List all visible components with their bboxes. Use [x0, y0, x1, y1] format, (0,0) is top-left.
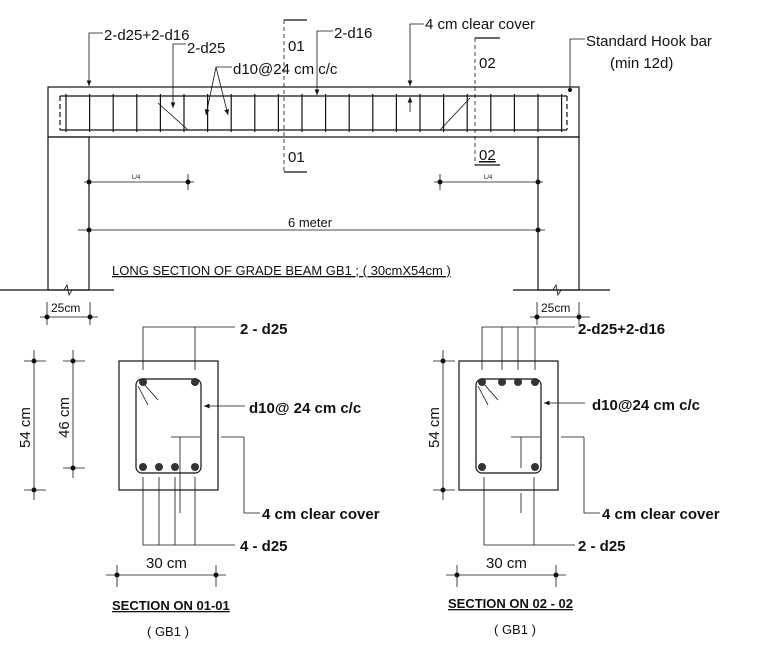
- bottom-bars: [478, 463, 539, 471]
- section-01-01: 2 - d25 d10@ 24 cm c/c 4 cm clear cover …: [17, 321, 380, 639]
- section-mark-02-top: 02: [479, 55, 496, 72]
- dim-label: 25cm: [51, 301, 80, 315]
- dim-depth: 54 cm: [426, 350, 455, 500]
- section-title: SECTION ON 02 - 02: [448, 596, 573, 611]
- bent-bar-right: [439, 97, 471, 131]
- break-mark-left: [63, 283, 73, 297]
- stirrup: [475, 378, 542, 474]
- dim-label: 30 cm: [486, 555, 527, 572]
- leader-stirrups-a: [204, 66, 232, 116]
- dim-label: 25cm: [541, 301, 570, 315]
- label-top-bars-end: 2-d25+2-d16: [104, 27, 190, 44]
- leader-top-bars: [142, 326, 235, 370]
- leader-bottom-bars: [142, 477, 235, 546]
- label-clear-cover: 4 cm clear cover: [602, 506, 720, 523]
- section-mark-01-bottom: 01: [288, 149, 305, 166]
- dim-width: 30 cm: [446, 555, 566, 587]
- dim-label: 54 cm: [426, 407, 443, 448]
- leader-clear-cover: [407, 23, 424, 86]
- leader-hook-bar: [569, 38, 585, 90]
- label-top-bars: 2-d25+2-d16: [578, 321, 665, 338]
- label-hook-bar-note: (min 12d): [610, 55, 673, 72]
- stirrup-hook: [137, 383, 159, 406]
- stirrup: [135, 378, 202, 474]
- hook-bar-point: [568, 88, 572, 92]
- reinforcement-cage: [59, 94, 568, 132]
- dim-label: 6 meter: [288, 215, 333, 230]
- section-subtitle: ( GB1 ): [494, 622, 536, 637]
- section-title: SECTION ON 01-01: [112, 598, 230, 613]
- leader-bottom-bars: [483, 477, 575, 546]
- leader-bent-bars: [170, 43, 186, 108]
- dim-span: 6 meter: [78, 215, 545, 233]
- leader-clear-cover: [171, 436, 260, 514]
- right-column: [537, 136, 580, 291]
- label-top-bars: 2 - d25: [240, 321, 288, 338]
- label-stirrups: d10@ 24 cm c/c: [249, 400, 361, 417]
- long-section-title: LONG SECTION OF GRADE BEAM GB1 ; ( 30cmX…: [112, 263, 451, 278]
- label-hook-bar: Standard Hook bar: [586, 33, 712, 50]
- section-outline: [458, 360, 559, 491]
- dim-quarter-right: L/4: [434, 174, 543, 190]
- label-clear-cover: 4 cm clear cover: [425, 16, 535, 33]
- top-bars: [478, 378, 539, 386]
- leader-top-bars: [481, 326, 575, 370]
- section-mark-01-top: 01: [288, 38, 305, 55]
- dim-quarter-left: L/4: [84, 174, 194, 190]
- section-mark-02-bottom: 02: [479, 147, 496, 164]
- label-bent-bars: 2-d25: [187, 40, 225, 57]
- section-cut-02: 02 02: [474, 37, 500, 166]
- section-subtitle: ( GB1 ): [147, 624, 189, 639]
- leader-clear-cover: [511, 436, 600, 514]
- label-top-bars-mid: 2-d16: [334, 25, 372, 42]
- section-cut-01: 01 01: [283, 19, 307, 173]
- dim-depth: 54 cm: [17, 350, 46, 500]
- dim-col-left: 25cm: [40, 301, 98, 325]
- label-bottom-bars: 2 - d25: [578, 538, 626, 555]
- dim-label: L/4: [132, 175, 141, 181]
- stirrups: [65, 94, 563, 132]
- bent-bar-left: [157, 102, 189, 131]
- top-bars: [139, 378, 199, 386]
- dim-col-right: 25cm: [530, 301, 590, 325]
- dim-effective-depth: 46 cm: [56, 350, 85, 478]
- break-mark-right: [552, 283, 562, 297]
- label-bottom-bars: 4 - d25: [240, 538, 288, 555]
- beam-outline: [47, 86, 580, 138]
- left-column: [47, 136, 90, 291]
- label-stirrups: d10@24 cm c/c: [233, 61, 338, 78]
- dim-label: 54 cm: [17, 407, 34, 448]
- section-02-02: 2-d25+2-d16 d10@24 cm c/c 4 cm clear cov…: [426, 321, 720, 637]
- stirrup-hook: [477, 383, 499, 406]
- leader-top-bars-end: [86, 32, 103, 86]
- dim-label: 30 cm: [146, 555, 187, 572]
- dim-width: 30 cm: [106, 555, 226, 587]
- section-outline: [118, 360, 219, 491]
- bottom-bars: [139, 463, 199, 471]
- label-stirrups: d10@24 cm c/c: [592, 397, 700, 414]
- leader-stirrups-b: [215, 66, 229, 116]
- leader-top-bars-mid: [314, 30, 333, 95]
- label-clear-cover: 4 cm clear cover: [262, 506, 380, 523]
- long-section: 01 01 02 02 2-d25+2-d16 2-d25 d10@24 cm …: [0, 16, 712, 325]
- dim-label: 46 cm: [56, 397, 73, 438]
- dim-label: L/4: [484, 175, 493, 181]
